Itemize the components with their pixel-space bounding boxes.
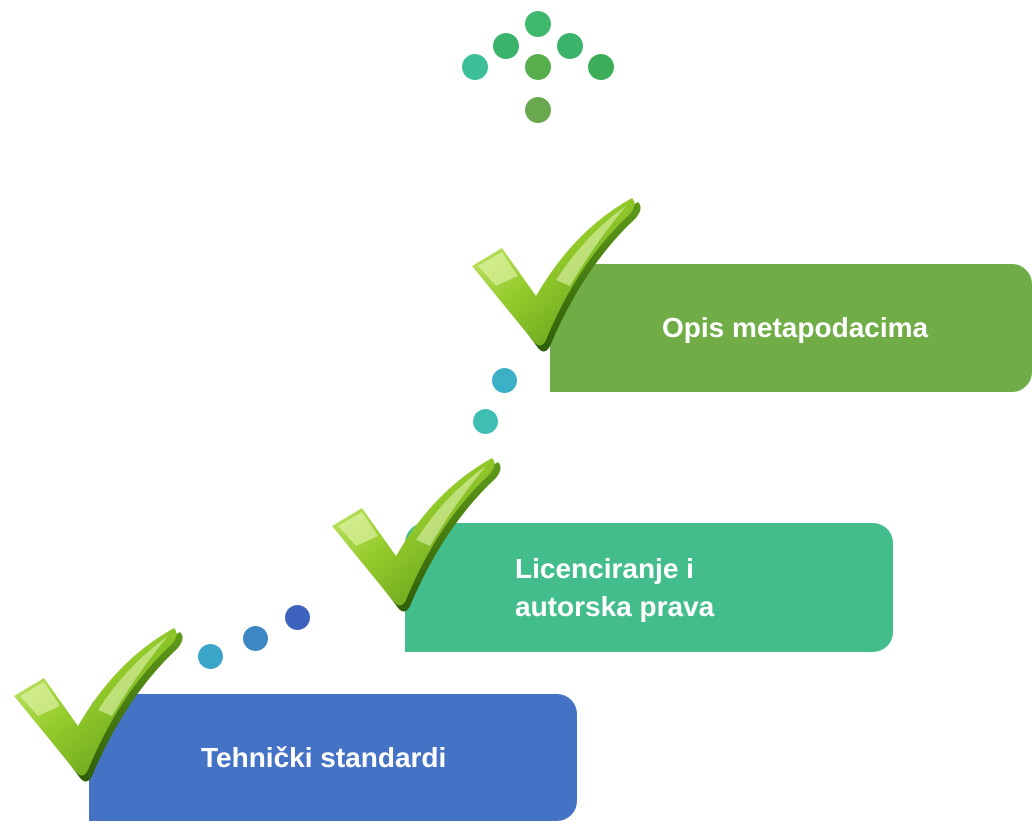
connector-dot <box>198 644 223 669</box>
connector-dot <box>243 626 268 651</box>
step-label: Tehnički standardi <box>201 741 447 773</box>
connector-dot <box>285 605 310 630</box>
step-label: Licenciranje i autorska prava <box>515 552 715 622</box>
arrow-dot-top <box>525 11 551 37</box>
connector-dot <box>492 368 517 393</box>
arrow-dot-left <box>462 54 488 80</box>
step-box-technical: Tehnički standardi <box>89 694 577 821</box>
checkmark-icon <box>14 628 183 782</box>
arrow-dot-upper-left <box>493 33 519 59</box>
arrow-dot-upper-right <box>557 33 583 59</box>
connector-dot <box>473 409 498 434</box>
arrow-dot-right <box>588 54 614 80</box>
step-box-licensing: Licenciranje i autorska prava <box>405 523 893 652</box>
checkmark-icon <box>472 198 641 352</box>
arrow-dot-center <box>525 54 551 80</box>
step-label: Opis metapodacima <box>662 312 929 343</box>
arrow-dot-stem <box>525 97 551 123</box>
checkmark-icon <box>332 458 501 612</box>
step-box-metadata: Opis metapodacima <box>550 264 1032 392</box>
